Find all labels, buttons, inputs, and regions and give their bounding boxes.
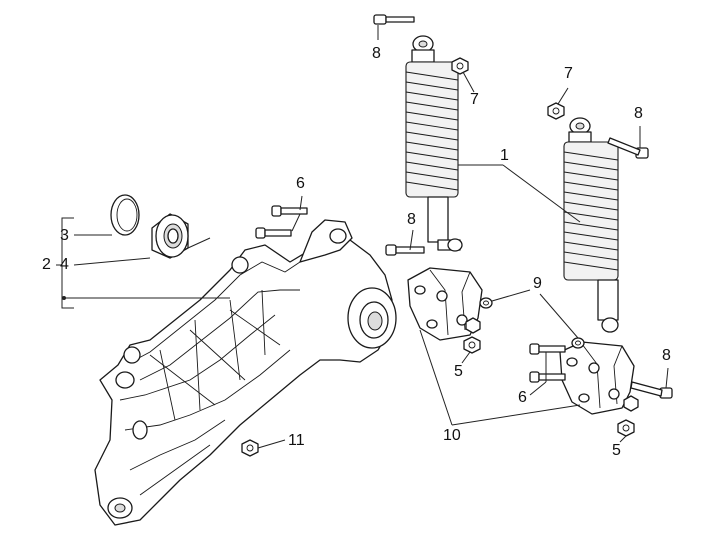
callout-6-lower: 6: [518, 389, 527, 406]
callout-5-left: 5: [454, 363, 463, 380]
bracket-right: [559, 341, 635, 415]
bolt-6-upper-b: [255, 227, 292, 239]
washer-9-right: [571, 337, 585, 349]
circlip: [110, 194, 140, 236]
callout-7-top: 7: [470, 91, 479, 108]
bolt-6-lower-b: [529, 371, 566, 383]
nut-7-right: [547, 102, 565, 120]
callout-2: 2: [42, 256, 51, 273]
callout-5-right: 5: [612, 442, 621, 459]
bolt-6-lower-a: [529, 343, 566, 355]
nut-11: [241, 439, 259, 457]
leader-lines: [56, 25, 669, 449]
callout-8-lower-right: 8: [662, 347, 671, 364]
callout-8-right-top: 8: [634, 105, 643, 122]
callout-10: 10: [443, 427, 461, 444]
bolt-6-upper-a: [271, 205, 308, 217]
bracket-left: [407, 267, 483, 341]
callout-7-right: 7: [564, 65, 573, 82]
callout-11: 11: [288, 432, 305, 449]
callout-1: 1: [500, 147, 509, 164]
bolt-8-top: [373, 14, 415, 25]
callout-4: 4: [60, 256, 69, 273]
callout-3: 3: [60, 227, 69, 244]
swing-arm: [94, 219, 397, 526]
callout-9: 9: [533, 275, 542, 292]
nut-5-right: [617, 395, 639, 437]
bolt-8-lower-right: [630, 381, 673, 399]
bolt-8-right-top: [607, 137, 649, 159]
callout-8-top: 8: [372, 45, 381, 62]
callout-6-upper: 6: [296, 175, 305, 192]
shock-absorber-left: [405, 35, 463, 252]
washer-9-left: [479, 297, 493, 309]
shock-absorber-right: [563, 117, 619, 333]
bolt-8-middle: [385, 244, 425, 256]
bearing: [151, 213, 189, 259]
nut-7-top: [451, 57, 469, 75]
callout-8-middle: 8: [407, 211, 416, 228]
nut-5-left: [463, 317, 481, 354]
